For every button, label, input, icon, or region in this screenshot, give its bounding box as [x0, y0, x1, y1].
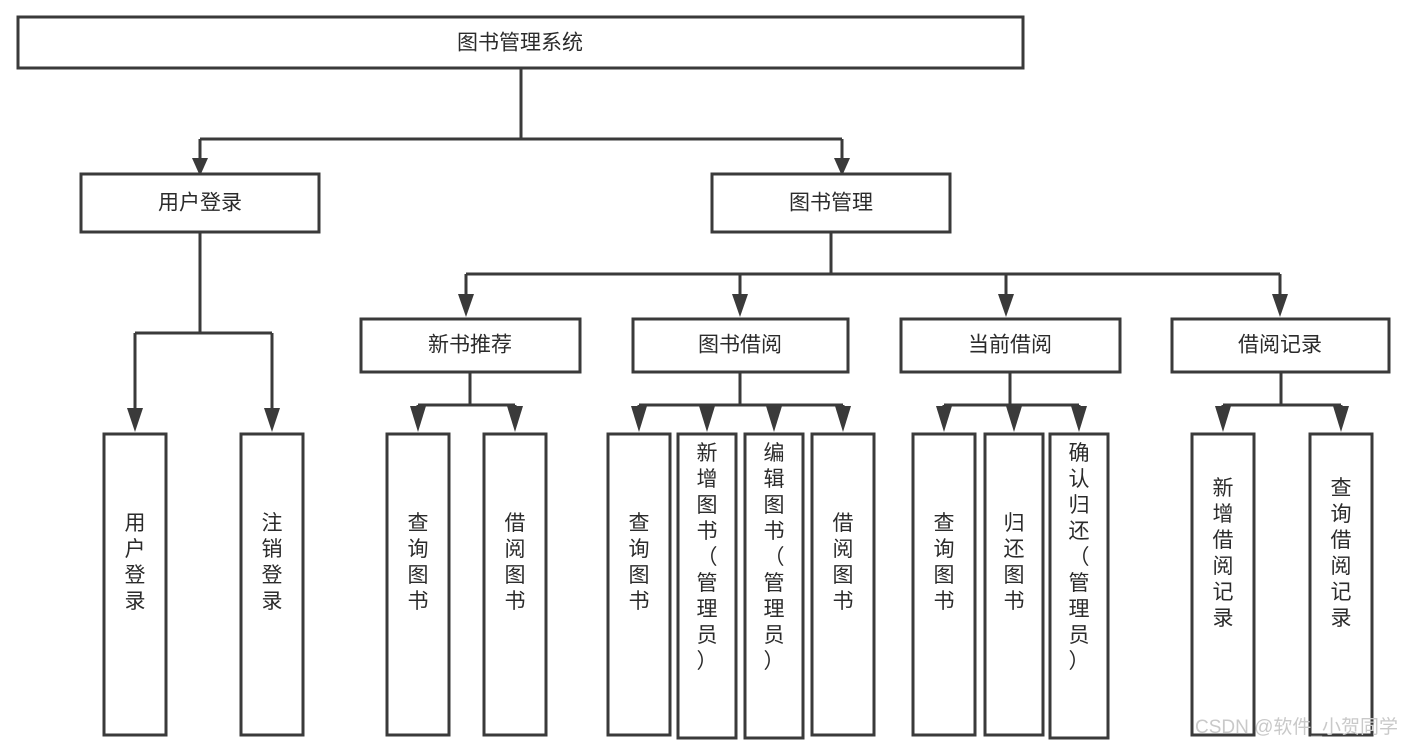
node-book-manage-label: 图书管理: [789, 192, 873, 215]
node-leaf-add-borrow-record[interactable]: 新增借阅记录: [1190, 432, 1256, 737]
node-leaf-logout-login-label: 注销登录: [262, 512, 283, 613]
node-new-book-recommend-label: 新书推荐: [428, 334, 512, 357]
arrow-user-login-to-leaf2: [264, 408, 280, 432]
node-leaf-query-book-recommend[interactable]: 查询图书: [385, 432, 451, 737]
arrow-borrow-to-leaf3: [766, 406, 782, 432]
node-leaf-return-book-box[interactable]: [983, 432, 1045, 737]
arrow-current-to-leaf1: [936, 406, 952, 432]
node-leaf-confirm-return-admin[interactable]: 确认归还（管理员）: [1048, 432, 1110, 740]
node-leaf-add-borrow-record-box[interactable]: [1190, 432, 1256, 737]
node-leaf-user-login-label: 用户登录: [125, 512, 146, 613]
arrow-current-to-leaf3: [1071, 406, 1087, 432]
node-leaf-confirm-return-admin-label: 确认归还（管理员）: [1069, 442, 1090, 673]
node-leaf-query-borrow-record-box[interactable]: [1308, 432, 1374, 737]
node-leaf-return-book[interactable]: 归还图书: [983, 432, 1045, 737]
node-book-manage[interactable]: 图书管理: [710, 172, 952, 234]
node-leaf-borrow-book-box[interactable]: [810, 432, 876, 737]
node-leaf-confirm-return-admin-box[interactable]: [1048, 432, 1110, 740]
node-book-manage-box[interactable]: [710, 172, 952, 234]
arrow-root-to-user-login: [192, 158, 208, 176]
arrow-current-to-leaf2: [1006, 406, 1022, 432]
node-borrow-record[interactable]: 借阅记录: [1170, 317, 1391, 374]
node-leaf-query-book-borrow[interactable]: 查询图书: [606, 432, 672, 737]
node-user-login[interactable]: 用户登录: [79, 172, 321, 234]
node-current-borrow[interactable]: 当前借阅: [899, 317, 1122, 374]
node-borrow-record-label: 借阅记录: [1238, 334, 1322, 357]
node-leaf-query-book-recommend-box[interactable]: [385, 432, 451, 737]
node-leaf-edit-book-admin-label: 编辑图书（管理员）: [764, 442, 785, 673]
node-book-borrow-box[interactable]: [631, 317, 850, 374]
node-leaf-query-book-borrow-box[interactable]: [606, 432, 672, 737]
node-leaf-user-login-box[interactable]: [102, 432, 168, 737]
node-root[interactable]: 图书管理系统: [16, 15, 1025, 70]
node-leaf-query-book-recommend-label: 查询图书: [408, 512, 429, 613]
arrow-borrow-to-leaf2: [699, 406, 715, 432]
node-root-label: 图书管理系统: [457, 32, 583, 55]
node-new-book-recommend[interactable]: 新书推荐: [359, 317, 582, 374]
node-leaf-logout-login-box[interactable]: [239, 432, 305, 737]
node-leaf-add-book-admin[interactable]: 新增图书（管理员）: [676, 432, 738, 740]
arrow-bm-to-recommend: [458, 294, 474, 317]
node-root-box[interactable]: [16, 15, 1025, 70]
node-leaf-add-book-admin-label: 新增图书（管理员）: [697, 442, 718, 673]
arrow-bm-to-current: [998, 294, 1014, 317]
node-book-borrow-label: 图书借阅: [698, 334, 782, 357]
node-leaf-edit-book-admin-box[interactable]: [743, 432, 805, 740]
arrow-record-to-leaf1: [1215, 406, 1231, 432]
node-user-login-box[interactable]: [79, 172, 321, 234]
node-leaf-borrow-book-recommend-box[interactable]: [482, 432, 548, 737]
node-leaf-query-book-current[interactable]: 查询图书: [911, 432, 977, 737]
node-leaf-query-book-current-box[interactable]: [911, 432, 977, 737]
arrow-root-to-book-manage: [834, 158, 850, 176]
node-new-book-recommend-box[interactable]: [359, 317, 582, 374]
connector-layer: [127, 68, 1349, 432]
arrow-user-login-to-leaf1: [127, 408, 143, 432]
node-leaf-query-book-current-label: 查询图书: [934, 512, 955, 613]
node-current-borrow-box[interactable]: [899, 317, 1122, 374]
node-current-borrow-label: 当前借阅: [968, 334, 1052, 357]
arrow-bm-to-borrow: [732, 294, 748, 317]
node-leaf-query-book-borrow-label: 查询图书: [629, 512, 650, 613]
node-leaf-borrow-book-recommend-label: 借阅图书: [505, 512, 526, 613]
node-leaf-query-borrow-record[interactable]: 查询借阅记录: [1308, 432, 1374, 737]
node-leaf-borrow-book-label: 借阅图书: [833, 512, 854, 613]
node-leaf-query-borrow-record-label: 查询借阅记录: [1331, 477, 1352, 630]
node-leaf-borrow-book[interactable]: 借阅图书: [810, 432, 876, 737]
node-user-login-label: 用户登录: [158, 192, 242, 215]
node-leaf-borrow-book-recommend[interactable]: 借阅图书: [482, 432, 548, 737]
arrow-record-to-leaf2: [1333, 406, 1349, 432]
node-leaf-add-book-admin-box[interactable]: [676, 432, 738, 740]
node-leaf-return-book-label: 归还图书: [1004, 512, 1025, 613]
node-book-borrow[interactable]: 图书借阅: [631, 317, 850, 374]
node-leaf-user-login[interactable]: 用户登录: [102, 432, 168, 737]
arrow-borrow-to-leaf4: [835, 406, 851, 432]
node-leaf-add-borrow-record-label: 新增借阅记录: [1213, 477, 1234, 630]
arrow-borrow-to-leaf1: [631, 406, 647, 432]
arrow-recommend-to-leaf1: [410, 406, 426, 432]
node-leaf-edit-book-admin[interactable]: 编辑图书（管理员）: [743, 432, 805, 740]
node-leaf-logout-login[interactable]: 注销登录: [239, 432, 305, 737]
node-borrow-record-box[interactable]: [1170, 317, 1391, 374]
arrow-bm-to-record: [1272, 294, 1288, 317]
arrow-recommend-to-leaf2: [507, 406, 523, 432]
csdn-watermark: CSDN @软件_小贺同学: [1195, 716, 1398, 738]
